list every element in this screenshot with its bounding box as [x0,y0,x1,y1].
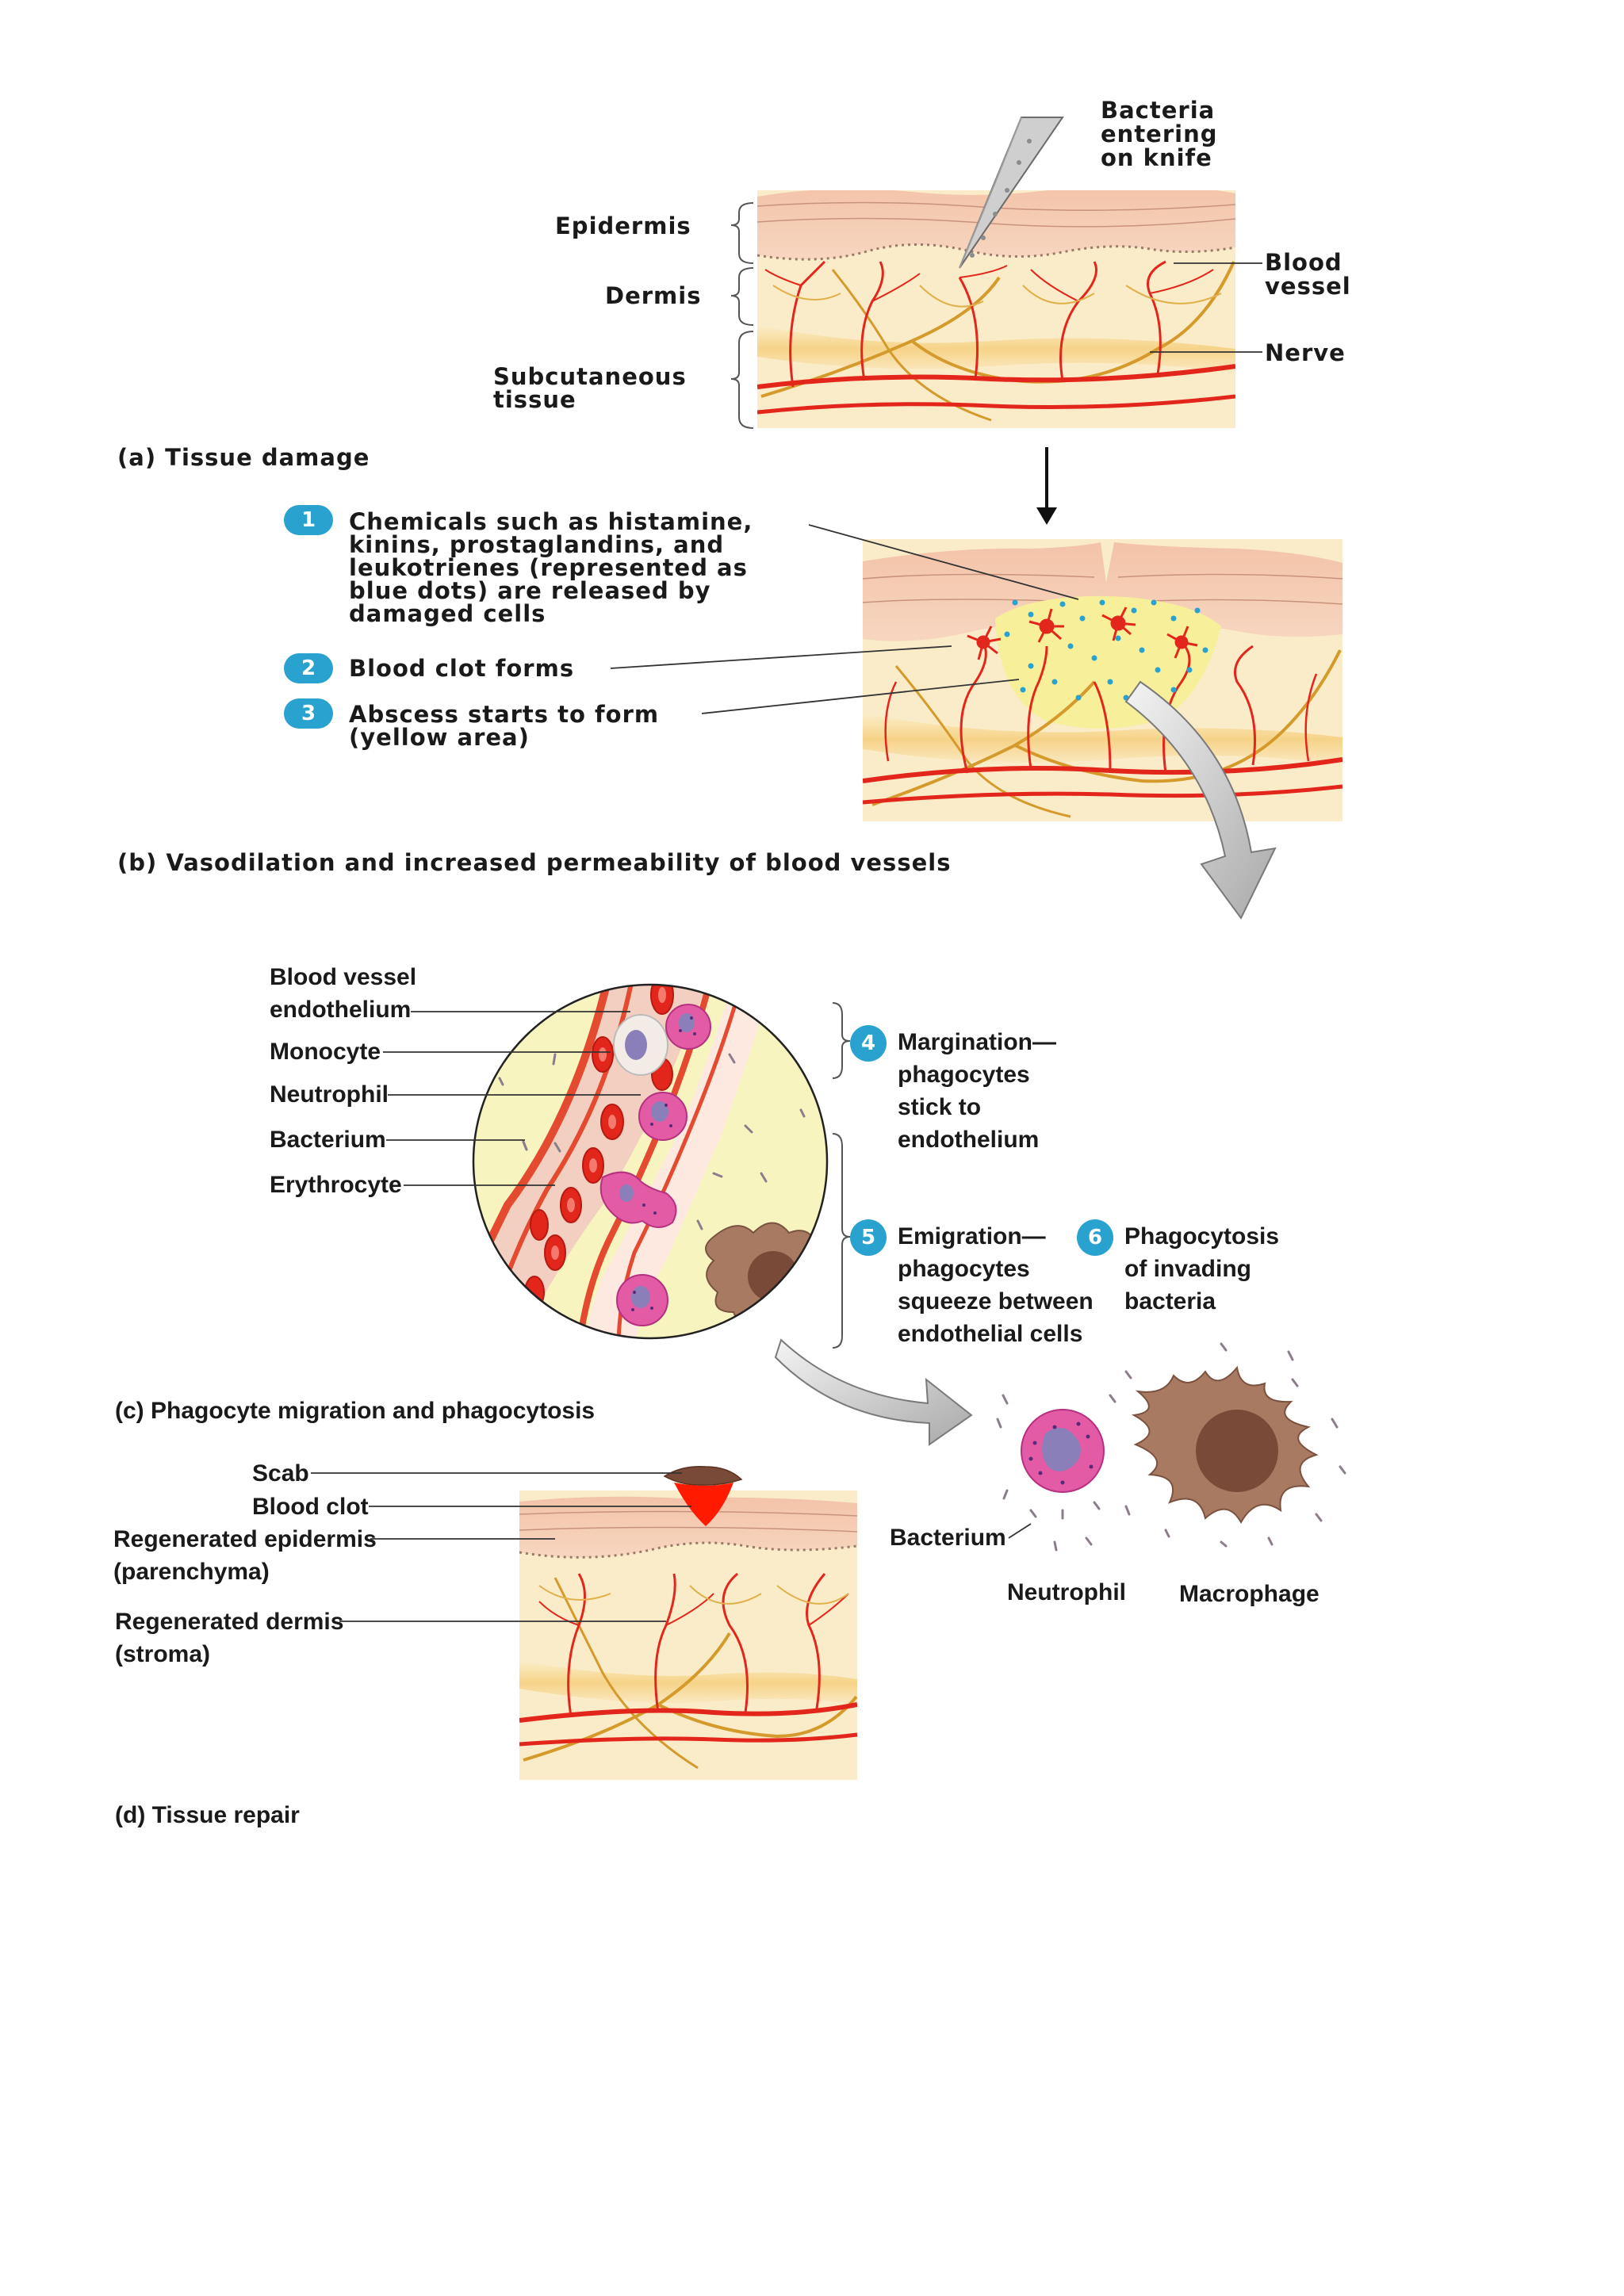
label-bacteria-knife-3: on knife [1101,144,1212,171]
label-blood-clot: Blood clot [252,1494,369,1520]
step-badge-2: 2 [284,653,333,683]
label-nerve: Nerve [1265,339,1346,366]
magnified-vessel [472,983,829,1340]
label-bacteria-knife-1: Bacteria [1101,97,1216,124]
step-3-line-1: Abscess starts to form [349,701,660,728]
curved-arrow-icon [1124,680,1277,920]
detail-label-neutrophil: Neutrophil [1007,1579,1126,1605]
curved-arrow-icon-2 [774,1338,973,1446]
step-5-line-3: squeeze between [898,1288,1094,1314]
label-bacterium: Bacterium [270,1127,386,1153]
step-1-line-3: leukotrienes (represented as [349,554,748,581]
label-dermis: Dermis [605,282,702,309]
skin-section-b [863,539,1342,821]
step-badge-1: 1 [284,505,333,535]
caption-panel-c: (c) Phagocyte migration and phagocytosis [115,1398,596,1424]
step-1-line-1: Chemicals such as histamine, [349,508,753,535]
leader-lines-d [311,1472,691,1622]
label-erythrocyte: Erythrocyte [270,1172,402,1198]
label-bacteria-knife-2: entering [1101,121,1218,147]
label-regen-epidermis-1: Regenerated epidermis [113,1526,377,1552]
label-endothelium-2: endothelium [270,997,412,1023]
label-regen-dermis-1: Regenerated dermis [115,1609,344,1635]
step-1-line-4: blue dots) are released by [349,577,711,604]
step-4-line-1: Margination— [898,1029,1056,1055]
label-endothelium-1: Blood vessel [270,964,417,990]
skin-section-a [757,117,1235,428]
step-badge-4: 4 [850,1025,887,1062]
step-badge-6: 6 [1077,1219,1113,1256]
leader-lines-b [610,524,1079,714]
step-5-line-4: endothelial cells [898,1321,1083,1347]
label-epidermis: Epidermis [555,212,691,239]
step-5-line-2: phagocytes [898,1256,1030,1282]
step-4-line-4: endothelium [898,1127,1040,1153]
label-neutrophil: Neutrophil [270,1081,389,1108]
layer-braces [730,202,754,429]
step-badge-5: 5 [850,1219,887,1256]
leader-lines-a [1150,262,1262,353]
step-1-line-2: kinins, prostaglandins, and [349,531,725,558]
skin-section-d [519,1466,857,1780]
label-monocyte: Monocyte [270,1039,381,1065]
step-6-line-3: bacteria [1124,1288,1216,1314]
step-4-line-2: phagocytes [898,1062,1030,1088]
label-regen-epidermis-2: (parenchyma) [113,1559,270,1585]
step-5-line-1: Emigration— [898,1223,1046,1249]
step-6-line-1: Phagocytosis [1124,1223,1280,1249]
label-subcutaneous-2: tissue [493,386,576,413]
detail-label-macrophage: Macrophage [1179,1581,1320,1607]
detail-label-bacterium: Bacterium [890,1525,1006,1551]
caption-panel-d: (d) Tissue repair [115,1802,300,1828]
down-arrow-icon [1036,447,1057,525]
step-1-line-5: damaged cells [349,600,546,627]
label-blood-vessel-1: Blood [1265,249,1342,276]
label-scab: Scab [252,1460,309,1487]
label-blood-vessel-2: vessel [1265,273,1351,300]
step-2-line-1: Blood clot forms [349,655,575,682]
step-6-line-2: of invading [1124,1256,1251,1282]
detail-phagocytes [996,1342,1346,1552]
caption-panel-a: (a) Tissue damage [117,444,370,471]
label-regen-dermis-2: (stroma) [115,1641,211,1667]
step-4-line-3: stick to [898,1094,982,1120]
step-badge-3: 3 [284,698,333,729]
step-3-line-2: (yellow area) [349,724,530,751]
leader-lines-c [383,1011,641,1186]
label-subcutaneous-1: Subcutaneous [493,363,687,390]
step-braces [832,1002,851,1349]
caption-panel-b: (b) Vasodilation and increased permeabil… [117,849,952,876]
